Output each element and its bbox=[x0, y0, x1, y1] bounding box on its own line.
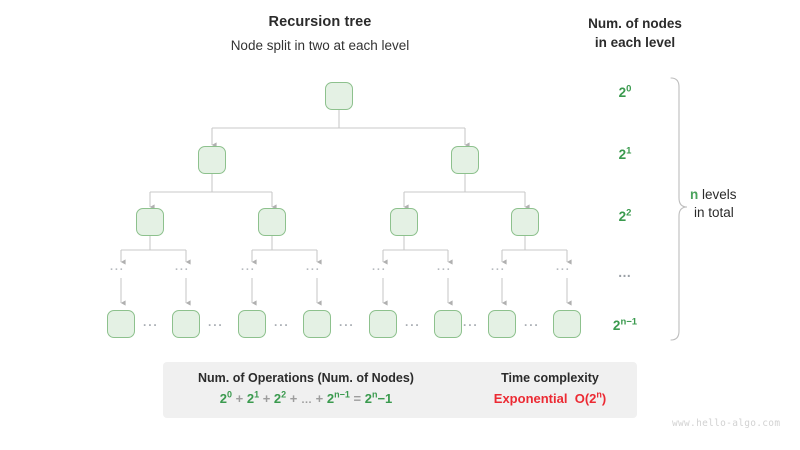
eq-result-base: 2 bbox=[364, 391, 372, 406]
tree-gap-dots-2: ··· bbox=[274, 318, 290, 332]
tree-gap-dots-0: ··· bbox=[143, 318, 159, 332]
levels-total-word: levels bbox=[702, 187, 737, 202]
tree-column-dots-2: ··· bbox=[241, 264, 256, 276]
operations-equation: 20 + 21 + 22 + … + 2n−1 = 2n−1 bbox=[175, 389, 437, 406]
eq-plus-0: + bbox=[235, 391, 244, 406]
summary-panel bbox=[163, 362, 637, 418]
tree-column-dots-4: ··· bbox=[372, 264, 387, 276]
level-count-2: 22 bbox=[590, 207, 660, 224]
tree-node-l4-5[interactable] bbox=[434, 310, 462, 338]
levels-total-n: n bbox=[690, 187, 699, 202]
operations-heading: Num. of Operations (Num. of Nodes) bbox=[198, 371, 414, 385]
tree-node-l2-1[interactable] bbox=[258, 208, 286, 236]
level-count-2-exp: 2 bbox=[626, 207, 632, 219]
complexity-word: Exponential bbox=[493, 391, 568, 406]
eq-ellipsis: … bbox=[301, 394, 313, 406]
eq-term-0-exp: 0 bbox=[226, 389, 232, 400]
tree-node-l4-1[interactable] bbox=[172, 310, 200, 338]
tree-node-l4-7[interactable] bbox=[553, 310, 581, 338]
eq-term-1-base: 2 bbox=[246, 391, 255, 406]
level-count-1-base: 2 bbox=[618, 147, 627, 162]
tree-gap-dots-4: ··· bbox=[405, 318, 421, 332]
levels-total-label: n levels in total bbox=[690, 186, 737, 222]
tree-node-l2-3[interactable] bbox=[511, 208, 539, 236]
eq-term-1-exp: 1 bbox=[254, 389, 260, 400]
tree-node-l2-2[interactable] bbox=[390, 208, 418, 236]
tree-node-l0-0[interactable] bbox=[325, 82, 353, 110]
level-count-2-base: 2 bbox=[618, 209, 627, 224]
eq-plus-1: + bbox=[262, 391, 271, 406]
eq-equals: = bbox=[353, 391, 362, 406]
watermark: www.hello-algo.com bbox=[672, 418, 781, 429]
complexity-summary: Time complexity Exponential O(2n) bbox=[470, 371, 630, 406]
levels-brace bbox=[670, 77, 688, 341]
nodes-per-level-title-line1: Num. of nodes bbox=[588, 16, 682, 31]
level-count-last-exp: n−1 bbox=[620, 316, 638, 328]
level-count-1-exp: 1 bbox=[626, 145, 632, 157]
tree-column-dots-3: ··· bbox=[306, 264, 321, 276]
tree-node-l2-0[interactable] bbox=[136, 208, 164, 236]
level-count-last-base: 2 bbox=[612, 318, 621, 333]
eq-term-4-base: 2 bbox=[326, 391, 335, 406]
tree-node-l4-4[interactable] bbox=[369, 310, 397, 338]
tree-column-dots-6: ··· bbox=[491, 264, 506, 276]
tree-column-dots-5: ··· bbox=[437, 264, 452, 276]
tree-column-dots-1: ··· bbox=[175, 264, 190, 276]
complexity-bigo-tail: ) bbox=[601, 391, 607, 406]
tree-node-l4-2[interactable] bbox=[238, 310, 266, 338]
eq-term-2-base: 2 bbox=[273, 391, 282, 406]
complexity-bigo-exp: n bbox=[596, 389, 602, 400]
levels-total-line2: in total bbox=[694, 205, 734, 220]
eq-term-0-base: 2 bbox=[219, 391, 227, 406]
tree-node-l4-0[interactable] bbox=[107, 310, 135, 338]
eq-plus-2: + bbox=[289, 391, 298, 406]
tree-column-dots-0: ··· bbox=[110, 264, 125, 276]
eq-term-2-exp: 2 bbox=[281, 389, 287, 400]
tree-gap-dots-5: ··· bbox=[463, 318, 479, 332]
eq-plus-3: + bbox=[315, 391, 324, 406]
complexity-bigo: O(2 bbox=[574, 391, 597, 406]
tree-node-l4-6[interactable] bbox=[488, 310, 516, 338]
tree-column-dots-7: ··· bbox=[556, 264, 571, 276]
level-count-0-exp: 0 bbox=[626, 83, 632, 95]
level-count-1: 21 bbox=[590, 145, 660, 162]
level-count-0: 20 bbox=[590, 83, 660, 100]
nodes-per-level-title-line2: in each level bbox=[594, 35, 676, 50]
tree-node-l4-3[interactable] bbox=[303, 310, 331, 338]
complexity-value: Exponential O(2n) bbox=[470, 389, 630, 406]
tree-node-l1-0[interactable] bbox=[198, 146, 226, 174]
complexity-heading: Time complexity bbox=[501, 371, 599, 385]
tree-gap-dots-3: ··· bbox=[339, 318, 355, 332]
operations-summary: Num. of Operations (Num. of Nodes) 20 + … bbox=[175, 371, 437, 406]
eq-result-tail: −1 bbox=[377, 391, 393, 406]
eq-result-exp: n bbox=[371, 389, 378, 400]
tree-gap-dots-6: ··· bbox=[524, 318, 540, 332]
tree-gap-dots-1: ··· bbox=[208, 318, 224, 332]
tree-node-l1-1[interactable] bbox=[451, 146, 479, 174]
eq-term-4-exp: n−1 bbox=[334, 389, 350, 400]
page-subtitle: Node split in two at each level bbox=[230, 38, 410, 53]
level-count-0-base: 2 bbox=[618, 85, 627, 100]
nodes-per-level-title: Num. of nodes in each level bbox=[560, 14, 710, 52]
level-count-ellipsis: … bbox=[617, 265, 633, 280]
page-title: Recursion tree bbox=[268, 14, 372, 30]
level-count-last: 2n−1 bbox=[590, 316, 660, 333]
